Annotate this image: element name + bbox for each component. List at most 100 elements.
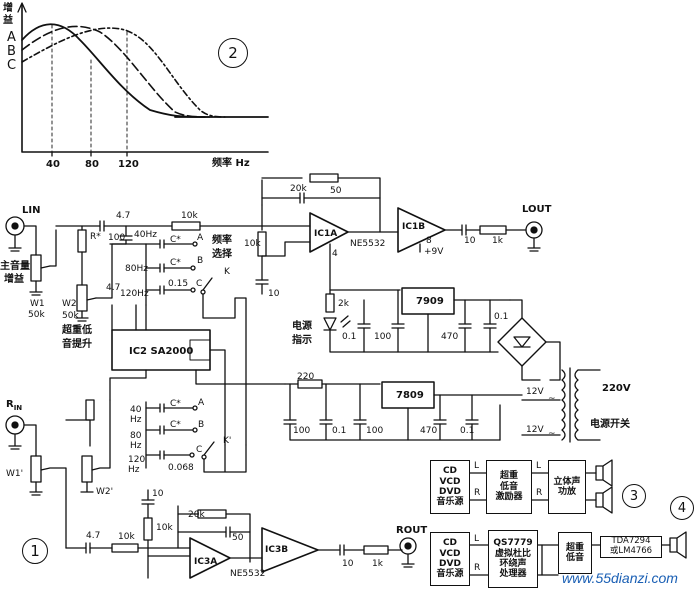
curve-label-c: C — [7, 58, 17, 73]
graph-ylabel-2: 益 — [3, 15, 13, 26]
graph-xlabel: 频率 Hz — [212, 158, 250, 169]
r1k-bottom-label: 1k — [372, 559, 383, 569]
transformer-primary — [574, 369, 579, 441]
fig4-processor-block: QS7779 虚拟杜比 环绕声 处理器 — [488, 530, 538, 588]
fig4-sub-line: 超重 — [565, 542, 584, 553]
ic3b-label: IC3B — [265, 545, 289, 555]
r-star-bottom — [85, 399, 95, 421]
fig4-proc-line: 处理器 — [499, 569, 527, 580]
ne5532-top: NE5532 — [350, 239, 386, 249]
figure-number-3: 3 — [622, 484, 646, 508]
led-symbol — [323, 317, 337, 331]
c470-b-label: 470 — [420, 426, 438, 436]
fig3-r2-label: R — [536, 488, 543, 498]
ic3b-triangle — [261, 527, 319, 573]
switch-a-top: A — [197, 233, 204, 243]
r10k-mid-label: 10k — [244, 239, 261, 249]
fig3-source-block: CD VCD DVD 音乐源 — [430, 460, 470, 514]
r10k-bottom — [111, 543, 139, 553]
fig3-source-line: CD — [442, 466, 458, 477]
freq-select-2: 选择 — [212, 249, 232, 260]
r-star — [77, 229, 87, 253]
f40-bot-a: 40 — [130, 405, 142, 415]
w2-label-1: 超重低 — [62, 325, 92, 336]
c470-a-label: 470 — [441, 332, 459, 342]
f120-bot-a: 120 — [128, 455, 146, 465]
fig4-source-line: 音乐源 — [436, 569, 464, 580]
w1-wiper — [40, 265, 51, 269]
c50-top-label: 50 — [330, 186, 342, 196]
fig4-l-label: L — [474, 534, 480, 544]
r220-label: 220 — [297, 372, 315, 382]
r2k-label: 2k — [338, 299, 349, 309]
c01-b-label: 0.1 — [494, 312, 509, 322]
speaker-sub — [669, 531, 687, 559]
speaker-top — [595, 459, 613, 487]
fig3-wiring — [469, 459, 613, 514]
switch-k-top-label: K — [224, 267, 230, 277]
c100-c-label: 100 — [293, 426, 311, 436]
c47-top-label: 4.7 — [116, 211, 131, 221]
gain-graph — [17, 2, 269, 157]
r10k-bot-mid — [143, 517, 153, 541]
w2-value: 50k — [62, 311, 79, 321]
fig3-l-label: L — [474, 461, 480, 471]
fig4-sub-block: 超重 低音 — [558, 532, 592, 574]
f80-top: 80Hz — [125, 264, 148, 274]
watermark: www.55dianzi.com — [562, 570, 678, 586]
c01-a-label: 0.1 — [342, 332, 357, 342]
cap-c1-bot-label: C* — [170, 399, 181, 409]
fig3-proc-line: 激励器 — [495, 492, 523, 503]
cap-c3-top-label: 0.15 — [168, 279, 189, 289]
ic3a-triangle — [189, 537, 231, 579]
curve-a — [21, 23, 206, 118]
fig4-source-line: CD — [442, 538, 458, 549]
graph-ylabel-1: 增 — [3, 3, 13, 14]
speaker-bottom — [595, 486, 613, 514]
r-star-label: R* — [90, 232, 101, 242]
fig4-amp-line1: TDA7294 — [611, 536, 651, 547]
fig3-exciter-block: 超重 低音 激励器 — [486, 460, 532, 514]
fig4-proc-line: QS7779 — [493, 538, 533, 549]
cap-c1-top-label: C* — [170, 235, 181, 245]
cap-c2-top-label: C* — [170, 258, 181, 268]
plus9v-label: +9V — [424, 247, 444, 257]
curve-b — [21, 25, 211, 118]
c100-d-label: 100 — [366, 426, 384, 436]
ac-tilde-a: ~ — [548, 394, 556, 404]
w1p-name: W1' — [6, 469, 24, 479]
c100-label: 100 — [108, 233, 126, 243]
pin4-label: 4 — [332, 249, 338, 259]
freq-select-1: 频率 — [212, 235, 232, 246]
figure-number-4: 4 — [670, 496, 694, 520]
switch-c-bot: C — [196, 445, 203, 455]
switch-label: 电源开关 — [590, 419, 630, 430]
c01-c-label: 0.1 — [332, 426, 347, 436]
fig4-wiring — [469, 531, 687, 576]
fig3-source-line: DVD — [439, 487, 461, 497]
graph-x-ticks — [51, 151, 128, 157]
c47-mid-label: 4.7 — [106, 283, 121, 293]
lin-label: LIN — [22, 205, 41, 216]
graph-y-axis — [21, 4, 269, 153]
rin-label: RIN — [6, 399, 23, 412]
r10k-top — [171, 221, 201, 231]
fig4-source-line: VCD — [439, 548, 461, 559]
w2-label-2: 音提升 — [62, 339, 92, 350]
bottom-channel-wiring — [5, 369, 417, 579]
fig3-r-label: R — [474, 488, 481, 498]
fig4-proc-line: 虚拟杜比 — [494, 548, 531, 559]
ac12v-a-label: 12V — [526, 387, 544, 397]
top-channel-wiring — [5, 173, 543, 446]
fig3-source-line: VCD — [439, 476, 461, 487]
led-label-1: 电源 — [292, 321, 312, 332]
bridge — [497, 317, 547, 367]
w2-wiper — [86, 297, 97, 301]
fig4-sub-line: 低音 — [565, 553, 584, 563]
r1k-top — [479, 225, 507, 235]
c100-b-label: 100 — [374, 332, 392, 342]
r20k-bottom-label: 20k — [188, 510, 205, 520]
graph-tick-40: 40 — [46, 159, 60, 170]
